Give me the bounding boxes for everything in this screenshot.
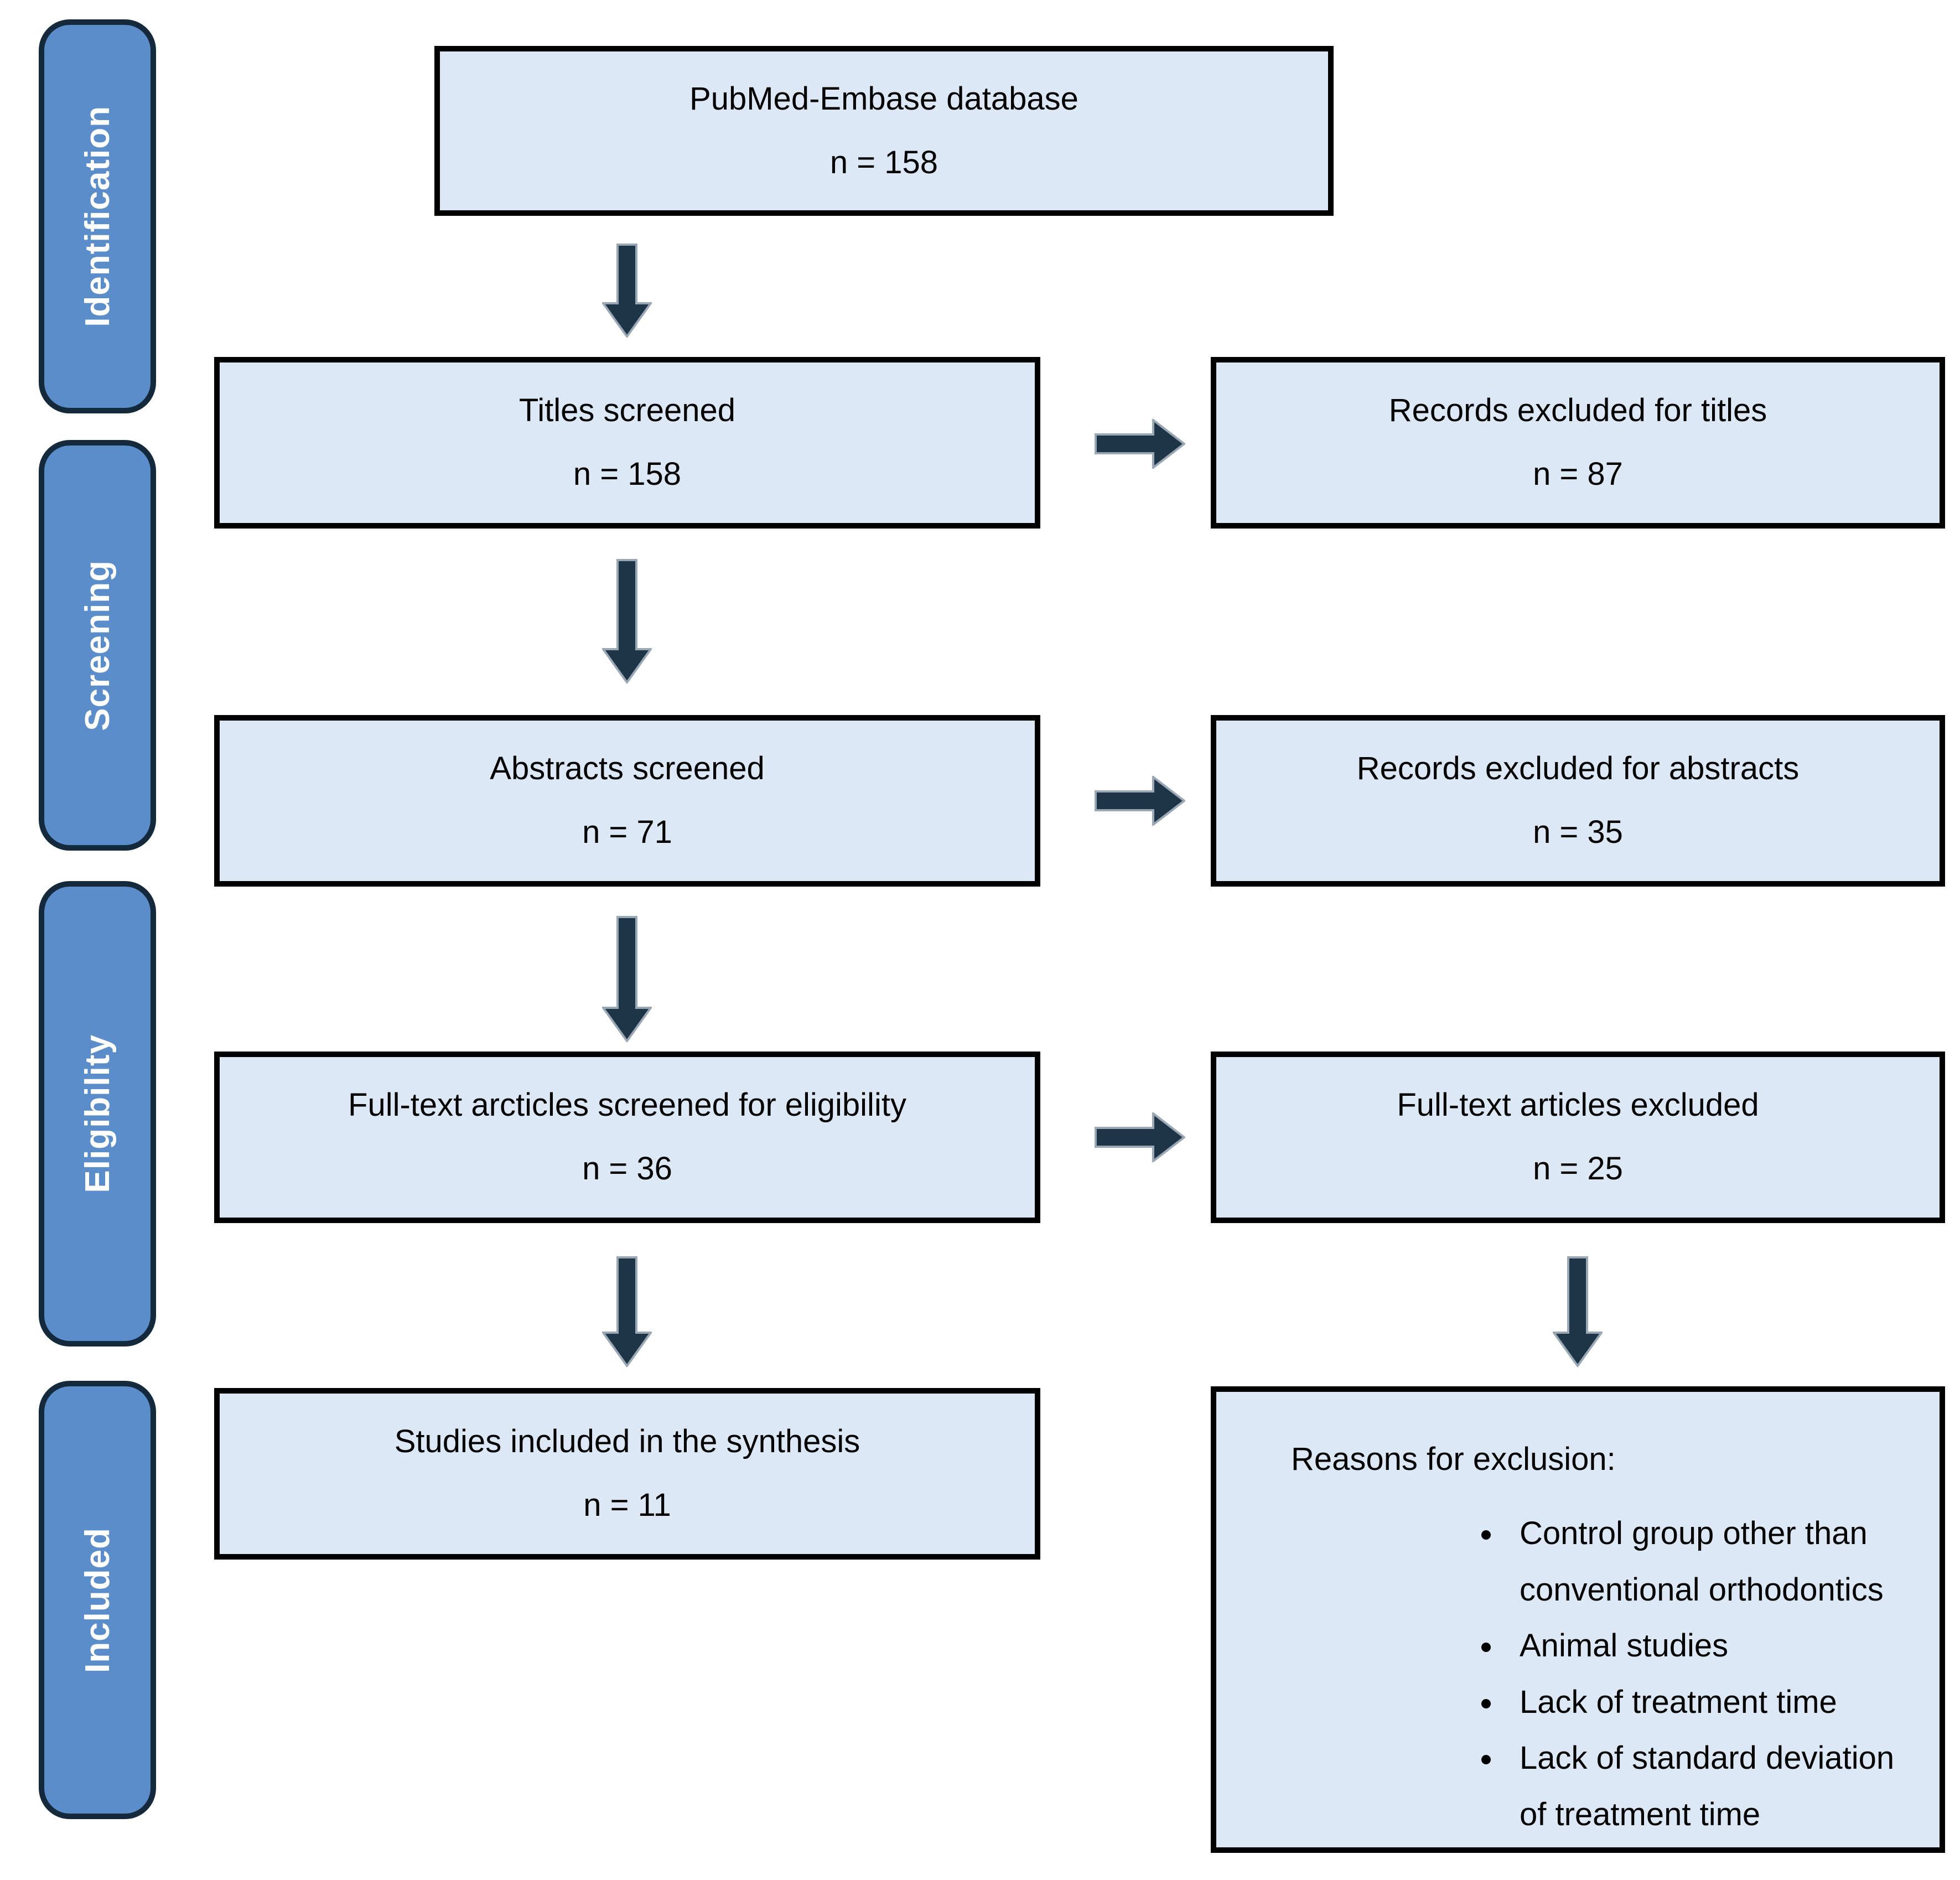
stage-screening-label: Screening	[78, 560, 117, 731]
stage-identification-label: Identification	[78, 106, 117, 327]
box-fulltext-screened: Full-text arcticles screened for eligibi…	[214, 1052, 1040, 1223]
box-records-excluded-abstracts: Records excluded for abstracts n = 35	[1211, 715, 1945, 887]
exclusion-reason-item: Control group other than conventional or…	[1504, 1505, 1906, 1618]
arrow-down-icon	[602, 559, 652, 683]
stage-included: Included	[39, 1381, 156, 1819]
box-abstracts-screened-label: Abstracts screened	[490, 750, 765, 787]
box-studies-included-label: Studies included in the synthesis	[394, 1423, 860, 1460]
box-database-label: PubMed-Embase database	[689, 80, 1078, 117]
box-fulltext-screened-count: n = 36	[582, 1151, 672, 1187]
exclusion-reason-item: Lack of treatment time	[1504, 1674, 1906, 1731]
arrow-right-icon	[1095, 419, 1185, 469]
arrow-right-icon	[1095, 776, 1185, 826]
box-database-count: n = 158	[829, 144, 938, 180]
box-records-excluded-titles-label: Records excluded for titles	[1388, 392, 1767, 429]
arrow-down-icon	[1553, 1256, 1603, 1367]
exclusion-reasons-title: Reasons for exclusion:	[1291, 1441, 1616, 1477]
box-studies-included: Studies included in the synthesis n = 11	[214, 1388, 1040, 1560]
box-abstracts-screened: Abstracts screened n = 71	[214, 715, 1040, 887]
stage-eligibility-label: Eligibility	[78, 1034, 117, 1193]
box-titles-screened-label: Titles screened	[518, 392, 736, 429]
box-studies-included-count: n = 11	[583, 1487, 671, 1523]
box-exclusion-reasons: Reasons for exclusion: Control group oth…	[1211, 1386, 1945, 1853]
arrow-down-icon	[602, 1256, 652, 1367]
stage-screening: Screening	[39, 440, 156, 851]
box-fulltext-screened-label: Full-text arcticles screened for eligibi…	[348, 1087, 906, 1123]
stage-identification: Identification	[39, 19, 156, 413]
box-records-excluded-titles: Records excluded for titles n = 87	[1211, 357, 1945, 529]
box-database: PubMed-Embase database n = 158	[434, 46, 1334, 216]
box-records-excluded-titles-count: n = 87	[1533, 456, 1623, 492]
arrow-down-icon	[602, 244, 652, 338]
box-fulltext-excluded-label: Full-text articles excluded	[1397, 1087, 1759, 1123]
box-abstracts-screened-count: n = 71	[582, 814, 672, 850]
box-records-excluded-abstracts-label: Records excluded for abstracts	[1356, 750, 1800, 787]
box-records-excluded-abstracts-count: n = 35	[1533, 814, 1623, 850]
stage-included-label: Included	[78, 1527, 117, 1673]
exclusion-reason-item: Lack of standard deviation of treatment …	[1504, 1730, 1906, 1842]
stage-eligibility: Eligibility	[39, 881, 156, 1346]
box-titles-screened-count: n = 158	[573, 456, 682, 492]
exclusion-reasons-list: Control group other than conventional or…	[1291, 1505, 1906, 1842]
box-fulltext-excluded-count: n = 25	[1533, 1151, 1623, 1187]
box-fulltext-excluded: Full-text articles excluded n = 25	[1211, 1052, 1945, 1223]
arrow-down-icon	[602, 916, 652, 1042]
exclusion-reason-item: Animal studies	[1504, 1618, 1906, 1674]
arrow-right-icon	[1095, 1112, 1185, 1162]
box-titles-screened: Titles screened n = 158	[214, 357, 1040, 529]
